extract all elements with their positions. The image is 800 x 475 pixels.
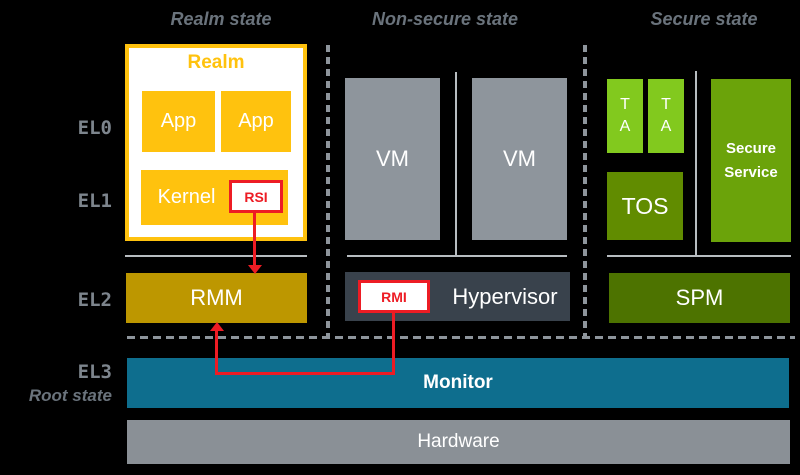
realm-state-header: Realm state bbox=[170, 9, 272, 29]
hardware-bar: Hardware bbox=[127, 420, 790, 464]
rmi-to-rmm-arrowhead-icon bbox=[210, 322, 224, 331]
rsi-to-rmm-arrow-line bbox=[253, 213, 256, 266]
app-box-1: App bbox=[142, 91, 215, 152]
vm-box-2: VM bbox=[472, 78, 567, 240]
rmi-arrow-vertical-line bbox=[392, 313, 395, 375]
rsi-box: RSI bbox=[229, 180, 283, 213]
monitor-bar: Monitor bbox=[127, 358, 789, 408]
nonsecure-secure-dashed-divider bbox=[583, 45, 587, 337]
el0-label: EL0 bbox=[77, 117, 112, 139]
rmi-to-rmm-arrow-line bbox=[215, 331, 218, 375]
realm-nonsecure-dashed-divider bbox=[326, 45, 330, 337]
app-box-2: App bbox=[221, 91, 291, 152]
el3-label: EL3 bbox=[77, 361, 112, 383]
non-secure-state-header: Non-secure state bbox=[371, 9, 519, 29]
secure-column-divider-line bbox=[695, 71, 697, 255]
vm-divider-line bbox=[455, 72, 457, 257]
hypervisor-label: Hypervisor bbox=[452, 283, 558, 309]
rmi-arrow-horizontal-line bbox=[215, 372, 395, 375]
secure-el1-el2-separator-line bbox=[607, 255, 791, 257]
realm-el1-el2-separator-line bbox=[125, 255, 307, 257]
vm-box-1: VM bbox=[345, 78, 440, 240]
el2-label: EL2 bbox=[77, 289, 112, 311]
el1-label: EL1 bbox=[77, 190, 112, 212]
rmm-box: RMM bbox=[126, 273, 307, 323]
hypervisor-box: RMI Hypervisor bbox=[345, 272, 570, 321]
secure-state-header: Secure state bbox=[650, 9, 758, 29]
root-state-label: Root state bbox=[28, 386, 112, 405]
spm-box: SPM bbox=[609, 273, 790, 323]
secure-service-box: Secure Service bbox=[711, 79, 791, 242]
rmi-box: RMI bbox=[358, 280, 430, 313]
nonsecure-el1-el2-separator-line bbox=[347, 255, 567, 257]
realm-title: Realm bbox=[187, 52, 245, 73]
el2-el3-dashed-divider bbox=[127, 336, 795, 339]
tos-box: TOS bbox=[607, 172, 683, 240]
rsi-to-rmm-arrowhead-icon bbox=[248, 265, 262, 274]
